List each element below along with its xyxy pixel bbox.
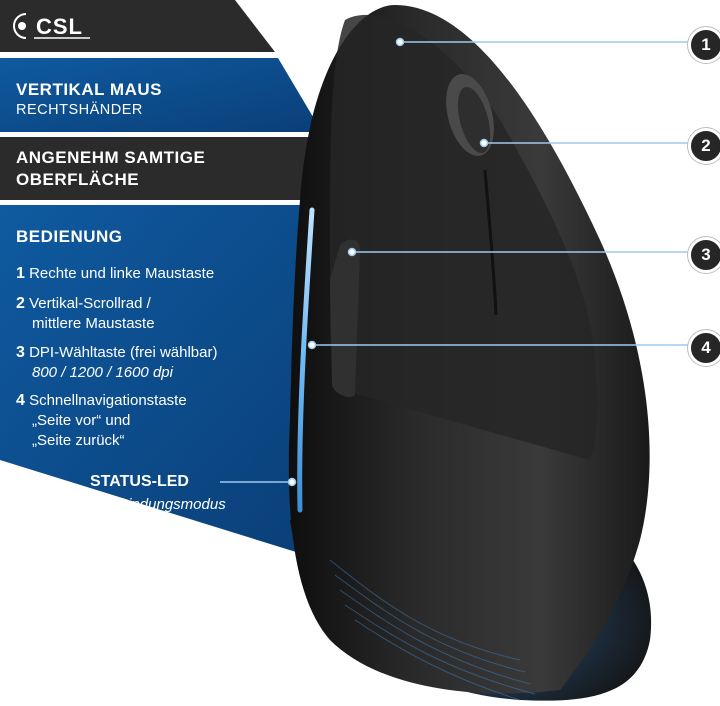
item-text: „Seite zurück“	[32, 432, 125, 449]
banner-subtitle: RECHTSHÄNDER	[16, 102, 143, 118]
feature-line-1: ANGENEHM SAMTIGE	[16, 148, 206, 167]
status-led-title: STATUS-LED	[90, 473, 189, 490]
callout-line-icon	[220, 41, 690, 483]
item-number: 1	[16, 265, 25, 282]
callout-badge-3: 3	[688, 237, 720, 273]
item-text: mittlere Maustaste	[32, 315, 155, 332]
item-text: Vertikal-Scrollrad /	[29, 295, 151, 312]
list-item: 1 Rechte und linke Maustaste	[16, 264, 214, 283]
callout-badge-4: 4	[688, 330, 720, 366]
callout-badge-1: 1	[688, 27, 720, 63]
status-led-icon	[297, 207, 315, 513]
csl-logo-icon	[13, 13, 90, 39]
item-text: „Seite vor“ und	[32, 412, 131, 429]
list-item: 3 DPI-Wähltaste (frei wählbar)	[16, 343, 217, 362]
logo-panel	[0, 0, 275, 52]
brand-logo: CSL	[36, 14, 83, 39]
callout-badge-2: 2	[688, 128, 720, 164]
item-text: DPI-Wähltaste (frei wählbar)	[29, 344, 218, 361]
banner-panel-2	[0, 137, 340, 200]
operation-title: BEDIENUNG	[16, 227, 123, 246]
banner-panel-1	[0, 58, 322, 132]
item-text: Rechte und linke Maustaste	[29, 265, 215, 282]
banner-title: VERTIKAL MAUS	[16, 80, 162, 99]
item-number: 3	[16, 344, 25, 361]
status-led-subtitle: Verbindungsmodus	[97, 496, 226, 513]
list-item: 4 Schnellnavigationstaste	[16, 391, 187, 410]
item-number: 2	[16, 295, 25, 312]
feature-line-2: OBERFLÄCHE	[16, 170, 140, 189]
side-buttons	[330, 239, 360, 397]
list-item: 2 Vertikal-Scrollrad /	[16, 294, 151, 313]
operation-panel	[0, 205, 316, 552]
item-note: 800 / 1200 / 1600 dpi	[32, 364, 173, 381]
item-text: Schnellnavigationstaste	[29, 392, 187, 409]
main-buttons	[330, 14, 598, 460]
item-number: 4	[16, 392, 25, 409]
